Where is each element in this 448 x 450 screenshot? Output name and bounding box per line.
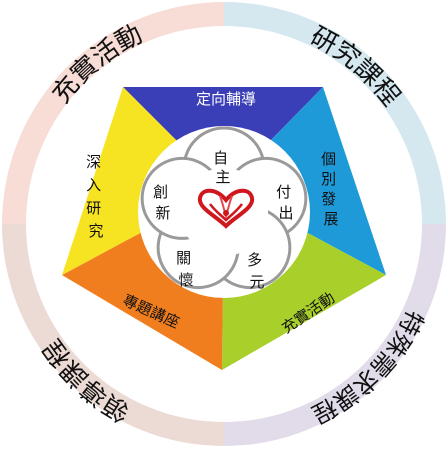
band-label-in-depth-research-3: 研	[86, 199, 101, 217]
band-label-individual-development-4: 展	[323, 210, 338, 228]
outer-ring-segment-special-needs	[224, 224, 446, 446]
outer-ring-segment-enrichment	[2, 2, 224, 224]
petal-label-diversity-2: 元	[249, 273, 264, 291]
petal-label-autonomy: 自 主	[213, 149, 233, 186]
petal-label-innovation-1: 創	[153, 183, 168, 201]
band-label-individual-development: 個 別 發 展	[321, 150, 341, 228]
flower: 自 主 付 出 多 元 關 懷 創 新	[138, 126, 310, 298]
band-in-depth-research	[62, 87, 224, 275]
petal-label-caring-1: 關	[176, 249, 191, 267]
outer-ring-label-special-needs: 特殊需求課程	[307, 306, 429, 429]
petal-label-innovation-2: 新	[155, 204, 170, 222]
band-label-in-depth-research-4: 究	[88, 222, 103, 240]
band-individual-development	[224, 87, 386, 275]
band-label-in-depth-research-2: 入	[86, 176, 101, 194]
band-label-orientation: 定向輔導	[196, 90, 256, 108]
band-label-individual-development-2: 別	[321, 170, 336, 188]
band-label-individual-development-3: 發	[321, 190, 336, 208]
petal-label-caring-2: 懷	[178, 271, 193, 289]
petal-label-giving: 付 出	[276, 183, 296, 222]
outer-ring-segment-research	[224, 2, 446, 224]
petal-label-innovation: 創 新	[153, 183, 173, 222]
petal-label-autonomy-2: 主	[215, 168, 230, 186]
heart-hands-icon	[197, 188, 255, 229]
band-label-in-depth-research: 深 入 研 究	[86, 153, 106, 240]
petal-label-giving-2: 出	[278, 204, 293, 222]
petal-label-diversity-1: 多	[247, 251, 262, 269]
band-label-in-depth-research-1: 深	[86, 153, 101, 171]
petal-label-autonomy-1: 自	[213, 149, 228, 167]
outer-ring-segment-leadership	[2, 224, 224, 446]
petal-label-caring: 關 懷	[176, 249, 196, 289]
band-label-individual-development-1: 個	[321, 150, 336, 168]
petal-label-giving-1: 付	[276, 183, 291, 201]
petal-label-diversity: 多 元	[247, 251, 267, 291]
